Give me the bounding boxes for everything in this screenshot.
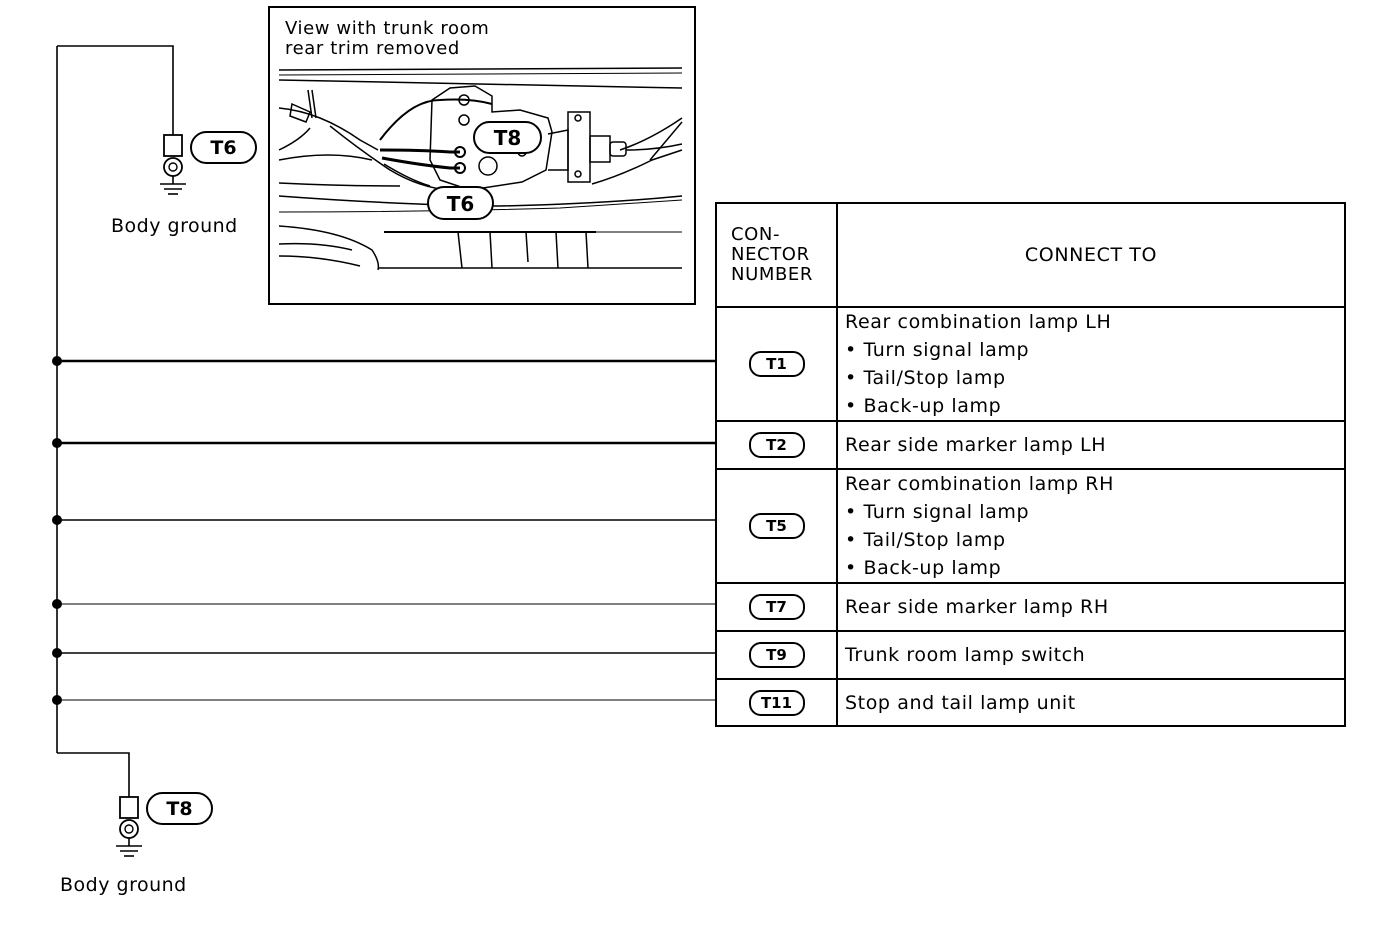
ground-symbol-icon	[116, 845, 142, 857]
inset-callout-text: T8	[494, 126, 522, 150]
connector-number-cell: T2	[715, 420, 838, 470]
connector-number-cell: T5	[715, 468, 838, 584]
connect-to-item: • Tail/Stop lamp	[845, 367, 1006, 389]
connect-to-cell: Rear combination lamp LH • Turn signal l…	[836, 306, 1346, 422]
junction-dot	[52, 356, 62, 366]
header-number-line1: CON-	[731, 224, 781, 245]
junction-dot	[52, 695, 62, 705]
connector-number-cell: T7	[715, 582, 838, 632]
trunk-room-view-inset: View with trunk room rear trim removed	[268, 6, 696, 305]
connect-to-title: Rear combination lamp LH	[845, 311, 1112, 333]
connector-number-cell: T11	[715, 678, 838, 727]
junction-dots	[52, 356, 62, 705]
header-number-line2: NECTOR	[731, 244, 810, 265]
ground-bolt-center	[124, 824, 134, 834]
view-caption-line1: View with trunk room	[285, 18, 489, 39]
connector-pill: T1	[748, 351, 805, 377]
junction-dot	[52, 648, 62, 658]
connect-to-item: • Back-up lamp	[845, 395, 1002, 417]
connect-to-item: • Tail/Stop lamp	[845, 529, 1006, 551]
connect-to-cell: Rear side marker lamp LH	[836, 420, 1346, 470]
connector-callout-pill	[190, 131, 257, 164]
header-connector-number: CON- NECTOR NUMBER	[715, 202, 838, 308]
junction-dot	[52, 599, 62, 609]
top-ground-wire	[57, 45, 174, 135]
connect-to-title: Rear side marker lamp LH	[845, 434, 1107, 456]
connector-number-cell: T9	[715, 630, 838, 680]
connector-callout-pill	[146, 792, 213, 825]
connector-pill: T9	[748, 642, 805, 668]
junction-dot	[52, 438, 62, 448]
inset-callout-pill	[427, 186, 494, 220]
connector-pill: T2	[748, 432, 805, 458]
connector-pill: T7	[748, 594, 805, 620]
header-connect-to: CONNECT TO	[836, 202, 1346, 308]
connect-to-item: • Turn signal lamp	[845, 501, 1030, 523]
table-row: T5 Rear combination lamp RH • Turn signa…	[715, 468, 1346, 584]
bottom-body-ground: T8 Body ground	[60, 792, 213, 896]
connector-callout-text: T8	[166, 798, 192, 820]
branch-wires	[57, 359, 715, 701]
connector-callout-text: T6	[210, 137, 236, 159]
connector-pill: T5	[748, 513, 805, 539]
ground-bolt-center	[168, 162, 178, 172]
table-row: T2 Rear side marker lamp LH	[715, 420, 1346, 470]
body-ground-label: Body ground	[111, 215, 238, 237]
ground-terminal-square	[119, 796, 139, 819]
table-row: T11 Stop and tail lamp unit	[715, 678, 1346, 727]
table-row: T7 Rear side marker lamp RH	[715, 582, 1346, 632]
trunk-illustration	[278, 67, 683, 271]
top-body-ground: T6 Body ground	[111, 131, 257, 237]
connect-to-item: • Turn signal lamp	[845, 339, 1030, 361]
table-row: T1 Rear combination lamp LH • Turn signa…	[715, 306, 1346, 422]
table-header-row: CON- NECTOR NUMBER CONNECT TO	[715, 202, 1346, 308]
connect-to-title: Trunk room lamp switch	[845, 644, 1086, 666]
inset-callout-pill	[473, 121, 542, 154]
junction-dot	[52, 515, 62, 525]
body-ground-label: Body ground	[60, 874, 187, 896]
connect-to-title: Rear side marker lamp RH	[845, 596, 1109, 618]
ground-bolt-icon	[119, 819, 139, 839]
ground-symbol-icon	[160, 183, 186, 195]
connector-table: CON- NECTOR NUMBER CONNECT TO T1 Rear co…	[715, 202, 1346, 727]
header-number-line3: NUMBER	[731, 264, 813, 285]
inset-callout-text: T6	[447, 192, 475, 216]
view-caption-line2: rear trim removed	[285, 38, 460, 59]
connect-to-title: Stop and tail lamp unit	[845, 691, 1076, 714]
connector-pill: T11	[748, 689, 805, 716]
ground-terminal-square	[163, 134, 183, 157]
bottom-ground-wire	[57, 752, 130, 797]
connect-to-cell: Trunk room lamp switch	[836, 630, 1346, 680]
connect-to-cell: Rear side marker lamp RH	[836, 582, 1346, 632]
connect-to-cell: Rear combination lamp RH • Turn signal l…	[836, 468, 1346, 584]
connector-number-cell: T1	[715, 306, 838, 422]
connect-to-cell: Stop and tail lamp unit	[836, 678, 1346, 727]
connect-to-item: • Back-up lamp	[845, 557, 1002, 579]
table-row: T9 Trunk room lamp switch	[715, 630, 1346, 680]
connect-to-title: Rear combination lamp RH	[845, 473, 1114, 495]
ground-bolt-icon	[163, 157, 183, 177]
